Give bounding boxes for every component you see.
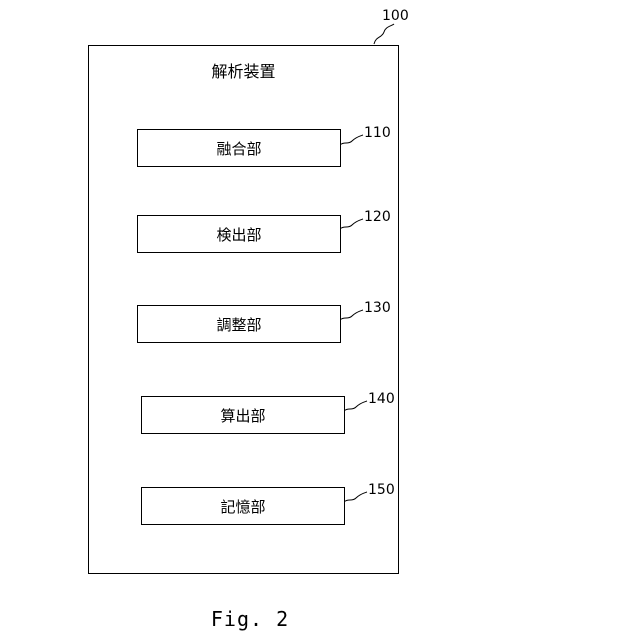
- device-ref-number: 100: [382, 8, 409, 24]
- figure-caption: Fig. 2: [0, 607, 500, 631]
- component-box-calculation: 算出部: [141, 396, 345, 434]
- leader-line-100: [374, 24, 394, 44]
- component-label: 算出部: [220, 405, 265, 426]
- component-ref-number: 120: [364, 209, 391, 225]
- component-box-detection: 検出部: [137, 215, 341, 253]
- component-ref-number: 150: [368, 482, 395, 498]
- component-ref-number: 130: [364, 300, 391, 316]
- component-ref-number: 140: [368, 391, 395, 407]
- component-ref-number: 110: [364, 125, 391, 141]
- component-box-storage: 記憶部: [141, 487, 345, 525]
- component-label: 調整部: [216, 314, 261, 335]
- component-label: 記憶部: [220, 496, 265, 517]
- component-box-adjustment: 調整部: [137, 305, 341, 343]
- component-label: 検出部: [216, 224, 261, 245]
- component-box-fusion: 融合部: [137, 129, 341, 167]
- component-label: 融合部: [216, 138, 261, 159]
- device-title: 解析装置: [88, 58, 399, 82]
